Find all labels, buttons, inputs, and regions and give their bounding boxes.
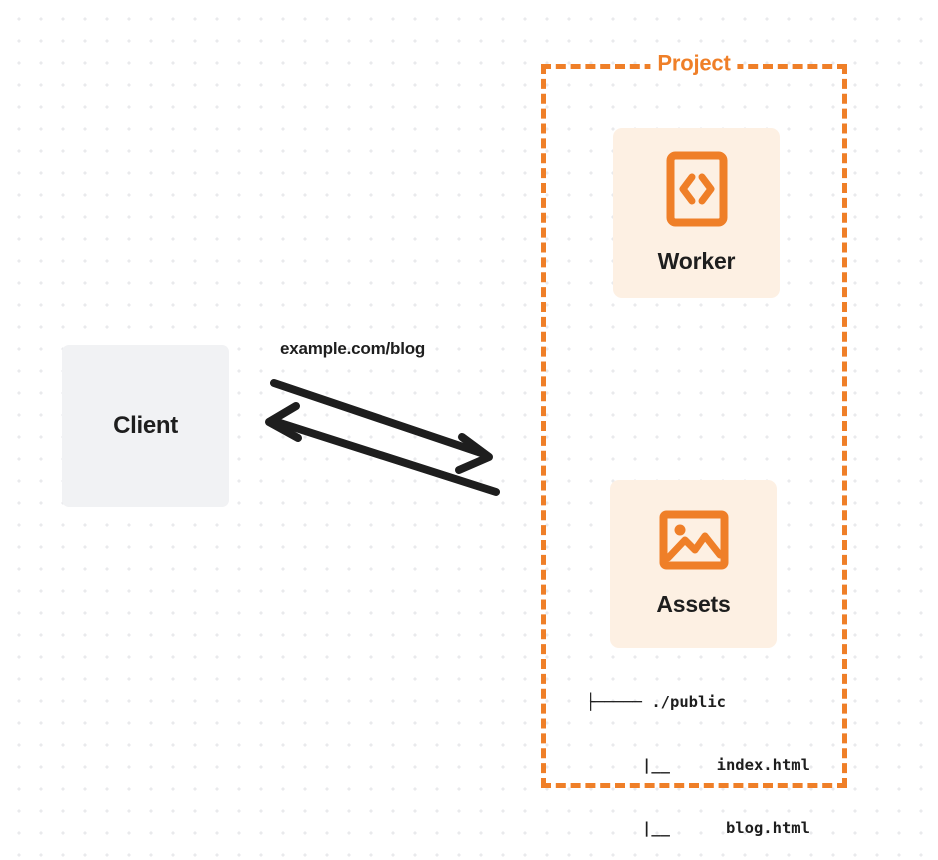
- assets-label: Assets: [656, 591, 731, 617]
- file-tree-line: |__ index.html: [586, 756, 810, 774]
- file-tree-line: |__ blog.html: [586, 819, 810, 837]
- assets-file-tree: ├───── ./public |__ index.html |__ blog.…: [586, 650, 810, 860]
- request-url-label: example.com/blog: [280, 339, 426, 358]
- code-brackets-icon: [666, 151, 728, 232]
- file-tree-line: ├───── ./public: [586, 693, 726, 711]
- arrow-to-client: [265, 402, 500, 496]
- worker-card[interactable]: Worker: [613, 128, 780, 298]
- client-box[interactable]: Client: [62, 345, 229, 507]
- image-picture-icon: [659, 510, 729, 575]
- client-label: Client: [113, 412, 178, 439]
- assets-card[interactable]: Assets: [610, 480, 777, 648]
- project-container: Project: [541, 50, 847, 788]
- project-label: Project: [650, 50, 738, 77]
- worker-label: Worker: [657, 248, 736, 274]
- arrow-to-project: [270, 379, 493, 474]
